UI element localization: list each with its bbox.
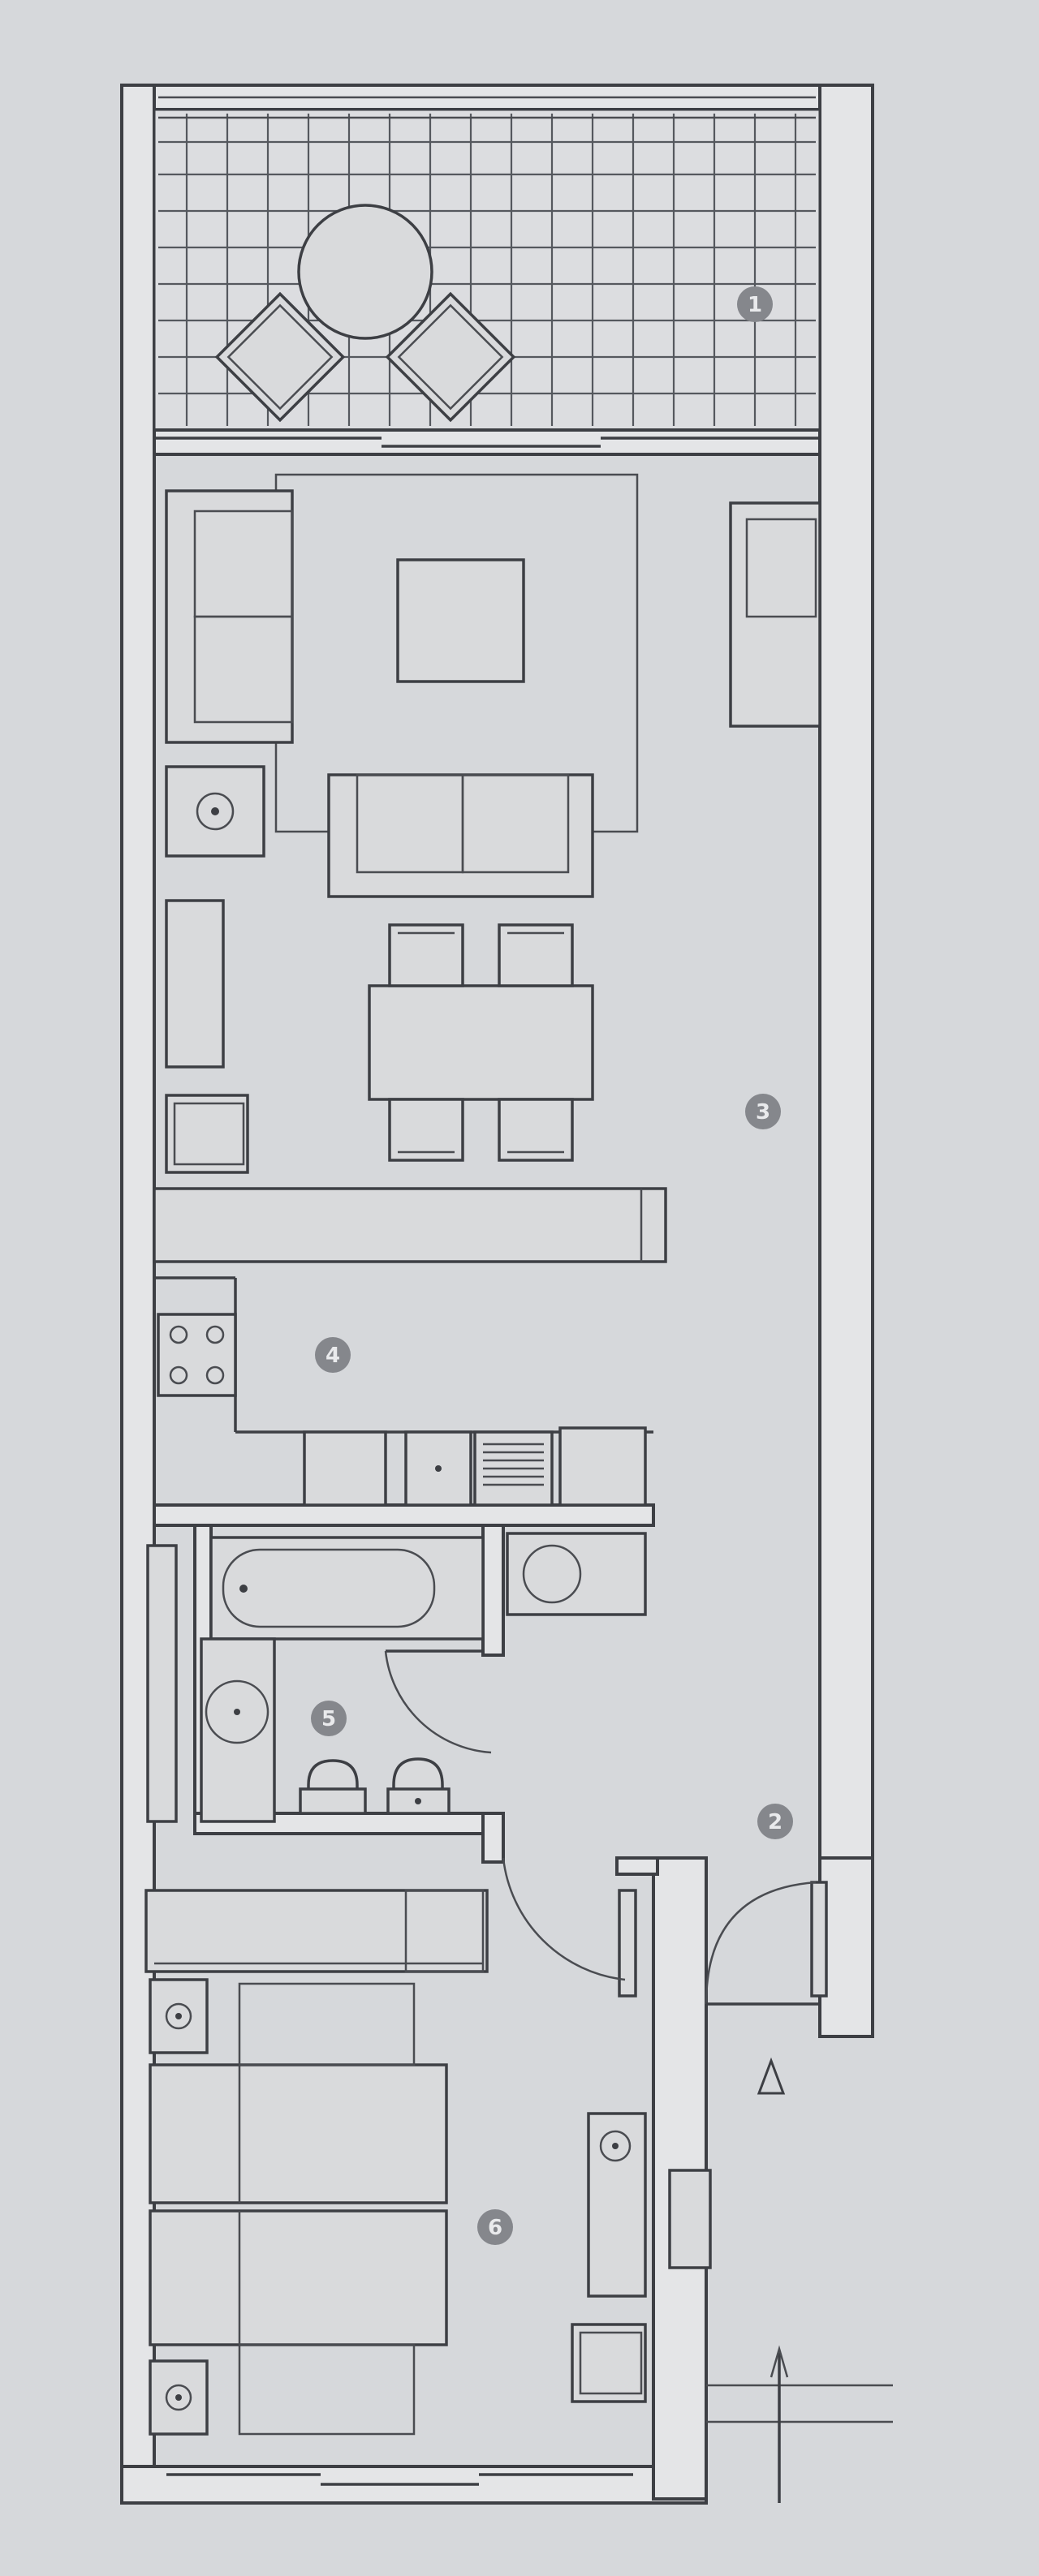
meter-box bbox=[668, 2169, 712, 2269]
living-room bbox=[153, 473, 821, 1263]
room-marker-label: 4 bbox=[325, 1344, 340, 1368]
terrace-sliding-door bbox=[153, 428, 821, 456]
kitchen-partition bbox=[153, 1187, 667, 1263]
small-chair-left bbox=[165, 1094, 249, 1174]
bathroom-door bbox=[384, 1649, 492, 1754]
room-marker-bedroom: 6 bbox=[477, 2209, 513, 2245]
bedroom-door bbox=[502, 1857, 637, 1998]
side-table-lamp bbox=[165, 765, 265, 858]
room-marker-bathroom: 5 bbox=[311, 1701, 347, 1736]
bedroom-chair bbox=[571, 2323, 647, 2403]
nightstand-bottom bbox=[149, 2359, 209, 2436]
sofa-left bbox=[165, 489, 294, 744]
washing-machine bbox=[506, 1532, 647, 1616]
dining-chair-3 bbox=[388, 1098, 464, 1162]
bed-1 bbox=[149, 1982, 448, 2204]
sofa-bottom bbox=[327, 773, 594, 898]
terrace-chair-left bbox=[214, 291, 346, 423]
bathtub bbox=[209, 1536, 485, 1641]
entrance-arrow-icon bbox=[757, 2057, 786, 2095]
room-marker-terrace: 1 bbox=[737, 286, 773, 322]
dining-chair-2 bbox=[498, 923, 574, 987]
toilet bbox=[299, 1759, 367, 1815]
armchair-right bbox=[729, 501, 821, 728]
terrace-chair-right bbox=[385, 291, 516, 423]
room-marker-living: 3 bbox=[745, 1094, 781, 1129]
bedroom bbox=[144, 1889, 647, 2486]
kitchen bbox=[153, 1276, 655, 1527]
room-marker-label: 6 bbox=[488, 2216, 502, 2240]
washbasin bbox=[200, 1637, 276, 1823]
dining-table bbox=[368, 984, 594, 1101]
dining-chair-4 bbox=[498, 1098, 574, 1162]
entrance-door bbox=[705, 1881, 828, 2006]
bedroom-desk bbox=[587, 2112, 647, 2298]
sideboard bbox=[165, 899, 225, 1069]
room-marker-label: 5 bbox=[321, 1707, 336, 1731]
room-marker-kitchen: 4 bbox=[315, 1337, 351, 1373]
bathroom bbox=[146, 1524, 647, 1864]
room-marker-label: 1 bbox=[748, 293, 762, 317]
kitchen-cabinet-1 bbox=[303, 1430, 387, 1507]
terrace-table bbox=[297, 204, 433, 340]
wardrobe bbox=[144, 1889, 489, 1973]
coffee-table bbox=[396, 558, 525, 683]
dish-rack bbox=[473, 1430, 554, 1507]
bed-2 bbox=[149, 2209, 448, 2436]
entrance-hall bbox=[502, 1856, 893, 2503]
kitchen-cabinet-2 bbox=[558, 1426, 647, 1507]
nightstand-top bbox=[149, 1978, 209, 2054]
room-marker-label: 3 bbox=[756, 1100, 770, 1125]
dining-chair-1 bbox=[388, 923, 464, 987]
kitchen-sink bbox=[404, 1430, 472, 1507]
bidet bbox=[386, 1757, 451, 1815]
terrace bbox=[153, 96, 821, 432]
room-marker-entrance: 2 bbox=[757, 1804, 793, 1839]
cooktop bbox=[157, 1313, 237, 1397]
hall-cabinet bbox=[146, 1544, 178, 1823]
room-marker-label: 2 bbox=[768, 1810, 782, 1834]
